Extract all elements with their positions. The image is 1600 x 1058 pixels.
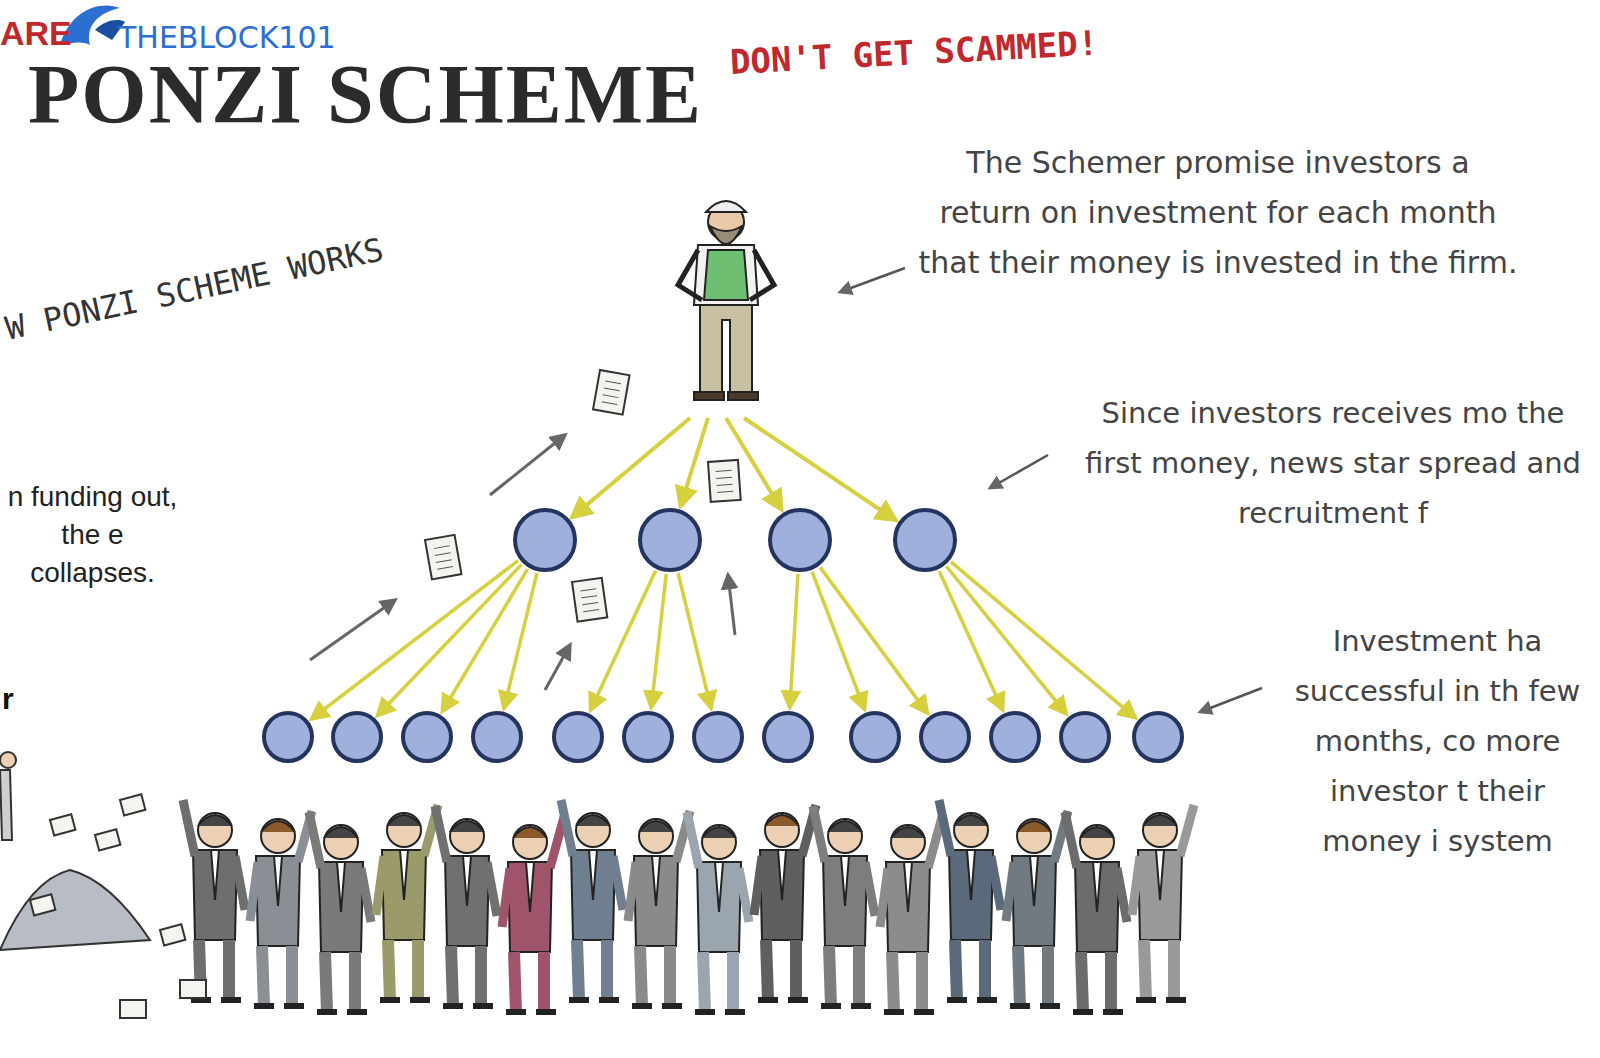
title: PONZI SCHEME — [28, 46, 703, 143]
brand-prefix: ARE — [0, 14, 72, 53]
collapsed-pile — [0, 752, 206, 1018]
investor-circles — [264, 510, 1182, 761]
warning-note: DON'T GET SCAMMED! — [729, 23, 1099, 82]
investor-crowd — [183, 800, 1194, 1012]
brand-name: THEBLOCK101 — [118, 20, 336, 55]
section-heading: W PONZI SCHEME WORKS — [2, 230, 387, 347]
callout-note: Investment ha successful in th few month… — [1285, 616, 1590, 866]
schemer-figure — [678, 201, 774, 400]
money-arrows — [310, 268, 1262, 719]
callout-note: r — [2, 682, 14, 716]
callout-note: The Schemer promise investors a return o… — [918, 138, 1518, 288]
callout-note: Since investors receives mo the first mo… — [1078, 388, 1588, 538]
callout-note: n funding out, the e collapses. — [0, 478, 185, 592]
